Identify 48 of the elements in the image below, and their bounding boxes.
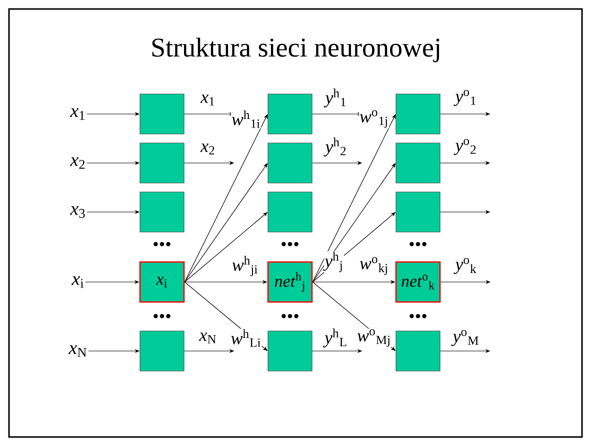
ellipsis-dots: ••• xyxy=(280,313,300,323)
edge-label: w$^{o}$Mj xyxy=(356,328,392,348)
edge-label: x$_{N}$ xyxy=(198,332,218,344)
neuron-box xyxy=(268,142,312,184)
ellipsis-dots: ••• xyxy=(152,313,172,323)
neuron-box: x$_{i}$ xyxy=(139,261,185,303)
neuron-box xyxy=(268,330,312,372)
output-label: y$^{h}$j xyxy=(323,251,344,273)
edge-label: w$^{h}$ji xyxy=(231,255,259,277)
edge-label: y$^{o}$2 xyxy=(454,138,478,156)
neuron-box: net$^{h}$j xyxy=(267,261,313,303)
neuron-box xyxy=(140,94,184,134)
edge-label: x$_{1}$ xyxy=(200,94,216,106)
neuron-box xyxy=(140,330,184,372)
neuron-box xyxy=(396,330,440,372)
neuron-box xyxy=(140,192,184,232)
edge-label: y$^{o}$k xyxy=(454,257,478,275)
arrow xyxy=(184,114,268,282)
ellipsis-dots: ••• xyxy=(280,241,300,251)
title: Struktura sieci neuronowej xyxy=(152,38,440,62)
arrow xyxy=(312,114,396,282)
edge-label: w$^{o}$kj xyxy=(358,256,390,276)
edge-label: y$^{o}$1 xyxy=(454,89,478,107)
neuron-box xyxy=(140,142,184,184)
input-label: x$_{i}$ xyxy=(71,276,84,288)
neuron-box xyxy=(268,94,312,134)
input-label: x$_{3}$ xyxy=(70,206,85,218)
edge-label: w$^{o}$1j xyxy=(358,110,390,128)
input-label: x$_{1}$ xyxy=(70,108,84,120)
edge-label: y$^{h}$2 xyxy=(324,137,348,157)
edge-label: y$^{h}$1 xyxy=(324,88,348,108)
neuron-box xyxy=(396,192,440,232)
neuron-box: net$^{o}$k xyxy=(395,261,441,303)
ellipsis-dots: ••• xyxy=(408,313,428,323)
neuron-box xyxy=(396,142,440,184)
edge-label: y$^{h}$L xyxy=(323,328,348,348)
neuron-box xyxy=(396,94,440,134)
edge-label: x$_{2}$ xyxy=(200,143,216,155)
edge-label: w$^{h}$Li xyxy=(230,328,262,348)
arrow xyxy=(312,163,396,282)
neuron-box xyxy=(268,192,312,232)
input-label: x$_{N}$ xyxy=(68,345,86,357)
arrow xyxy=(184,163,268,282)
edge-label: y$^{o}$M xyxy=(451,329,480,347)
ellipsis-dots: ••• xyxy=(408,241,428,251)
edge-label: w$^{h}$1i xyxy=(230,110,262,128)
input-label: x$_{2}$ xyxy=(70,157,85,169)
ellipsis-dots: ••• xyxy=(152,241,172,251)
